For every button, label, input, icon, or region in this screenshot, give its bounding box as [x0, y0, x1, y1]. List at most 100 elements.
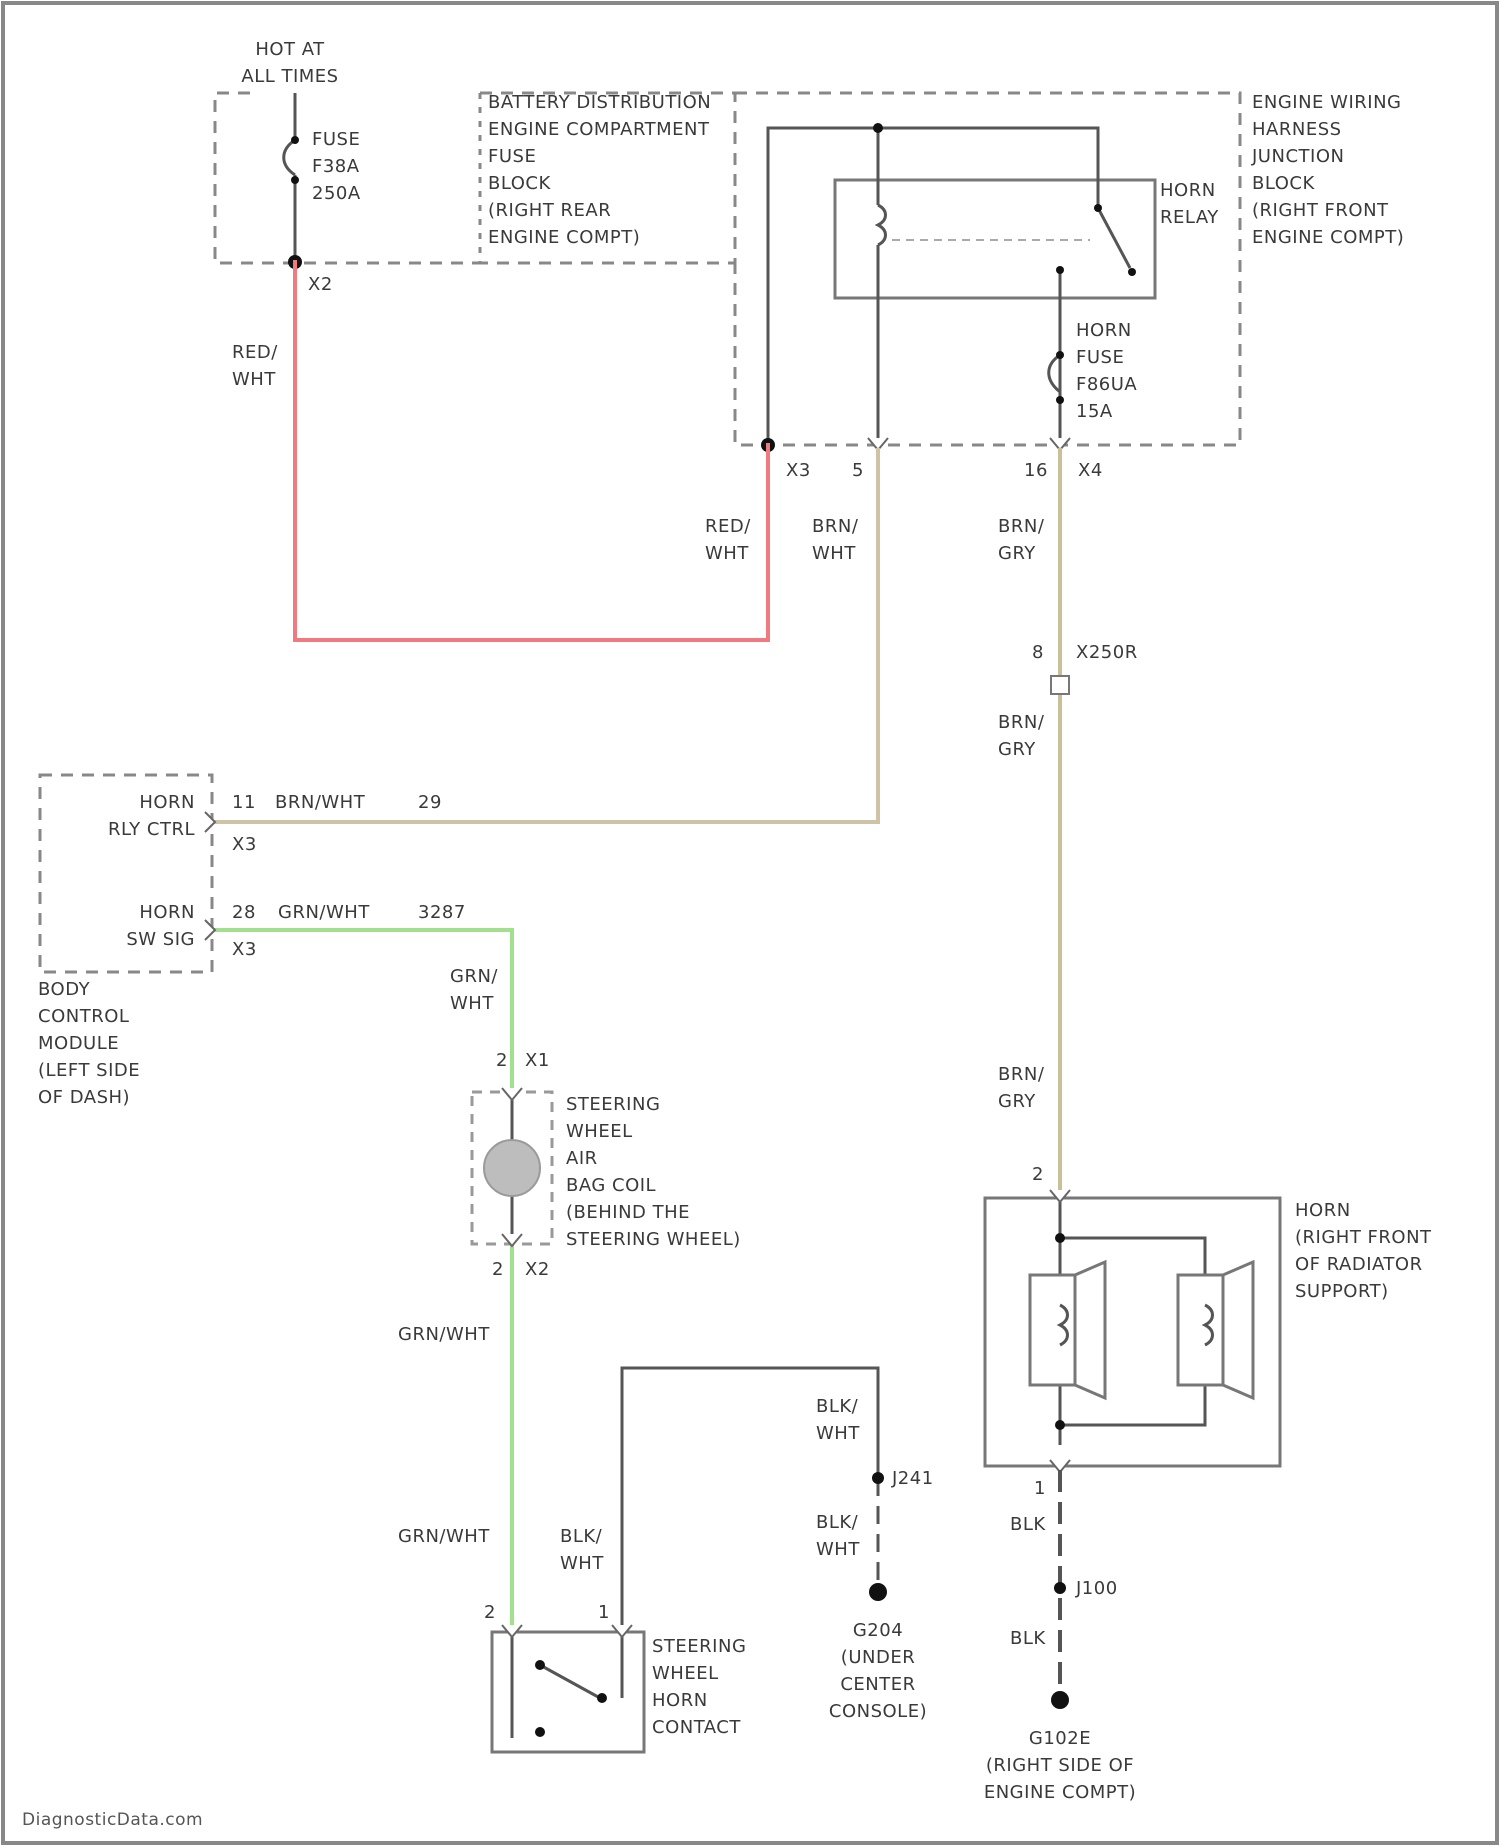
- clockspring-coil-icon: [484, 1140, 540, 1196]
- label-line: HORN: [1160, 180, 1216, 201]
- horn-contact-pivot: [535, 1660, 545, 1670]
- blk-wht-label-1: BLK/WHT: [816, 1396, 860, 1444]
- x1-connector-label: X1: [525, 1050, 550, 1071]
- label-line: WHT: [816, 1539, 860, 1560]
- label-line: F38A: [312, 156, 360, 177]
- wire-brn-wht: [212, 450, 878, 822]
- label-line: ENGINE COMPT): [488, 227, 640, 248]
- horn-fuse-label: HORNFUSEF86UA15A: [1076, 320, 1137, 422]
- grn-wht-label-1: GRN/WHT: [450, 966, 498, 1014]
- label-line: STEERING: [652, 1636, 746, 1657]
- label-line: BLK/: [816, 1512, 859, 1533]
- pin-16-label: 16: [1024, 460, 1048, 481]
- label-line: (RIGHT REAR: [488, 200, 611, 221]
- relay-switch-contact: [1098, 208, 1130, 268]
- label-line: BRN/: [998, 712, 1045, 733]
- wire-red-wht: [295, 262, 768, 640]
- label-line: ENGINE WIRING: [1252, 92, 1402, 113]
- j241-splice-node: [872, 1472, 884, 1484]
- horn-contact-fixed: [535, 1727, 545, 1737]
- label-line: HORN: [652, 1690, 708, 1711]
- g204-label: G204(UNDERCENTERCONSOLE): [829, 1620, 927, 1722]
- grn-wht-inline-label: GRN/WHT: [278, 902, 370, 923]
- label-line: ALL TIMES: [241, 66, 338, 87]
- label-line: ENGINE COMPT): [1252, 227, 1404, 248]
- label-line: BODY: [38, 979, 91, 1000]
- bcm-pin-28-label: 28: [232, 902, 256, 923]
- clockspring-pin-top-label: 2: [496, 1050, 508, 1071]
- grn-wht-label-3: GRN/WHT: [398, 1526, 490, 1547]
- horn-contact-terminal: [597, 1693, 607, 1703]
- label-line: OF DASH): [38, 1087, 130, 1108]
- horn-speaker-right-body: [1178, 1275, 1223, 1385]
- horn-contact-label: STEERINGWHEELHORNCONTACT: [652, 1636, 746, 1738]
- label-line: STEERING: [566, 1094, 660, 1115]
- label-line: HARNESS: [1252, 119, 1342, 140]
- relay-output-node: [1056, 266, 1064, 274]
- label-line: BATTERY DISTRIBUTION: [488, 92, 711, 113]
- brn-gry-label-2: BRN/GRY: [998, 712, 1045, 760]
- label-line: ENGINE COMPT): [984, 1782, 1136, 1803]
- body-control-module-label: BODYCONTROLMODULE(LEFT SIDEOF DASH): [38, 979, 140, 1108]
- brn-gry-label-3: BRN/GRY: [998, 1064, 1045, 1112]
- label-line: BLOCK: [1252, 173, 1315, 194]
- label-line: WHT: [812, 543, 856, 564]
- x2-clockspring-label: X2: [525, 1259, 550, 1280]
- label-line: ENGINE COMPARTMENT: [488, 119, 710, 140]
- horn-speaker-left-cone: [1075, 1262, 1105, 1398]
- label-line: SUPPORT): [1295, 1281, 1389, 1302]
- label-line: HORN: [1076, 320, 1132, 341]
- bcm-pin-11-label: 11: [232, 792, 256, 813]
- label-line: FUSE: [488, 146, 536, 167]
- label-line: G204: [853, 1620, 903, 1641]
- label-line: HORN: [1295, 1200, 1351, 1221]
- watermark: DiagnosticData.com: [22, 1810, 203, 1830]
- label-line: BRN/: [998, 516, 1045, 537]
- x4-connector-label: X4: [1078, 460, 1103, 481]
- clockspring-x1-connector: [502, 1088, 522, 1100]
- label-line: (BEHIND THE: [566, 1202, 690, 1223]
- label-line: HORN: [139, 902, 195, 923]
- pin-5-label: 5: [852, 460, 864, 481]
- label-line: WHT: [816, 1423, 860, 1444]
- pin-29-label: 29: [418, 792, 442, 813]
- label-line: RED/: [232, 342, 278, 363]
- fuse-f38a-terminal-bottom: [291, 176, 299, 184]
- label-line: JUNCTION: [1251, 146, 1344, 167]
- label-line: (RIGHT FRONT: [1295, 1227, 1432, 1248]
- clockspring-pin-bottom-label: 2: [492, 1259, 504, 1280]
- label-line: OF RADIATOR: [1295, 1254, 1423, 1275]
- relay-feed-loop: [768, 128, 1098, 445]
- label-line: WHT: [705, 543, 749, 564]
- g204-ground-node: [869, 1583, 887, 1601]
- j100-label: J100: [1075, 1578, 1118, 1599]
- fuse-f38a-element: [284, 140, 295, 175]
- x250r-label: X250R: [1076, 642, 1138, 663]
- relay-switch-terminal: [1128, 268, 1136, 276]
- label-line: 250A: [312, 183, 361, 204]
- label-line: HORN: [139, 792, 195, 813]
- relay-switch-pivot: [1094, 204, 1102, 212]
- label-line: GRY: [998, 739, 1036, 760]
- label-line: FUSE: [1076, 347, 1124, 368]
- label-line: CONSOLE): [829, 1701, 927, 1722]
- junction-feed-node: [873, 123, 883, 133]
- horn-contact-switch: [540, 1665, 600, 1698]
- label-line: CENTER: [840, 1674, 915, 1695]
- blk-label-1: BLK: [1010, 1514, 1046, 1535]
- bcm-x3-label-1: X3: [232, 834, 257, 855]
- horn-speaker-left-body: [1030, 1275, 1075, 1385]
- blk-label-2: BLK: [1010, 1628, 1046, 1649]
- label-line: GRN/: [450, 966, 498, 987]
- relay-coil: [878, 205, 886, 245]
- label-line: STEERING WHEEL): [566, 1229, 741, 1250]
- horn-pin-2-connector: [1050, 1190, 1070, 1202]
- bcm-horn-sw-sig-label: HORNSW SIG: [126, 902, 195, 950]
- brn-wht-inline-label: BRN/WHT: [275, 792, 366, 813]
- horn-pin-1-label: 1: [1034, 1478, 1046, 1499]
- label-line: (RIGHT SIDE OF: [986, 1755, 1134, 1776]
